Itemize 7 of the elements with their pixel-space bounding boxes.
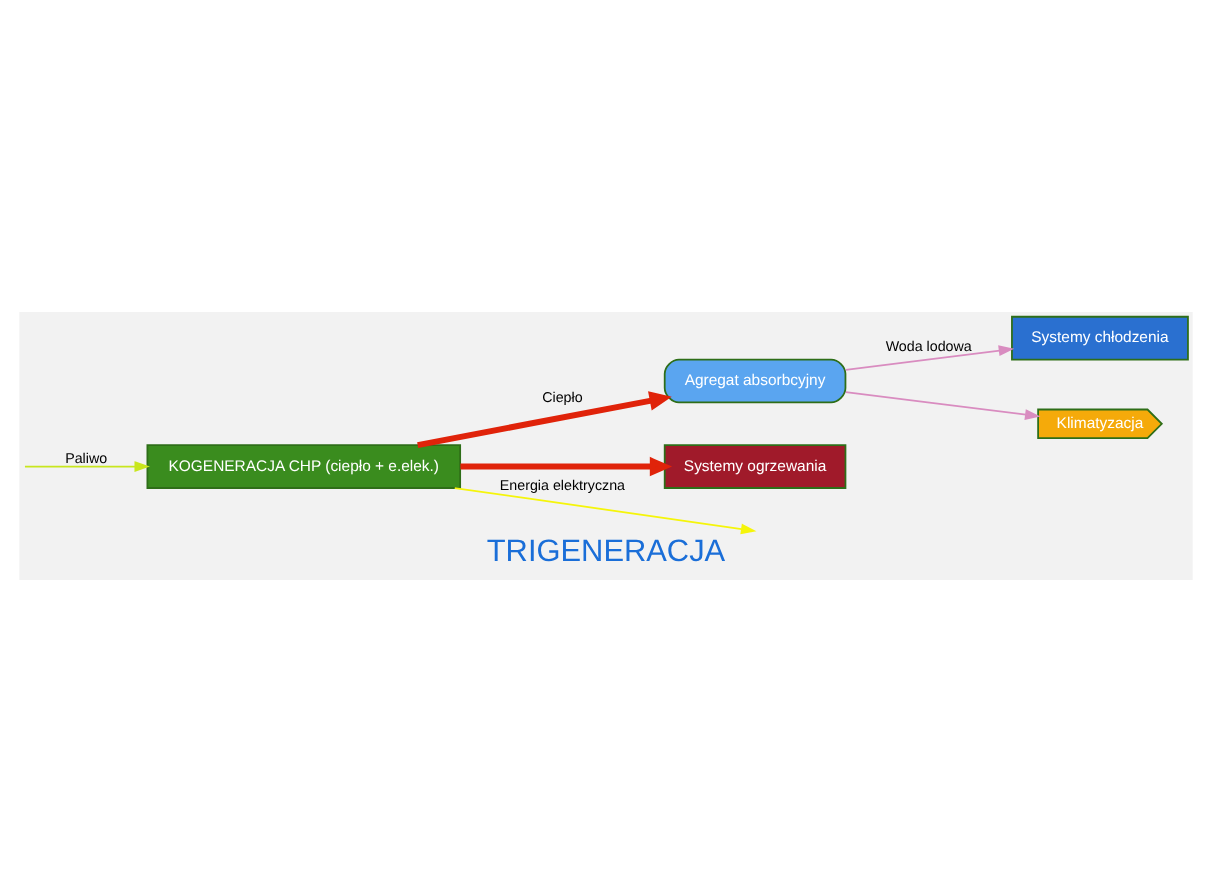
arrow — [417, 390, 672, 448]
arrow — [844, 344, 1015, 370]
diagram-title: TRIGENERACJA — [486, 533, 726, 568]
arrow — [460, 455, 673, 476]
arrow — [24, 460, 150, 471]
arrow — [844, 390, 1041, 419]
arrow — [453, 486, 757, 534]
